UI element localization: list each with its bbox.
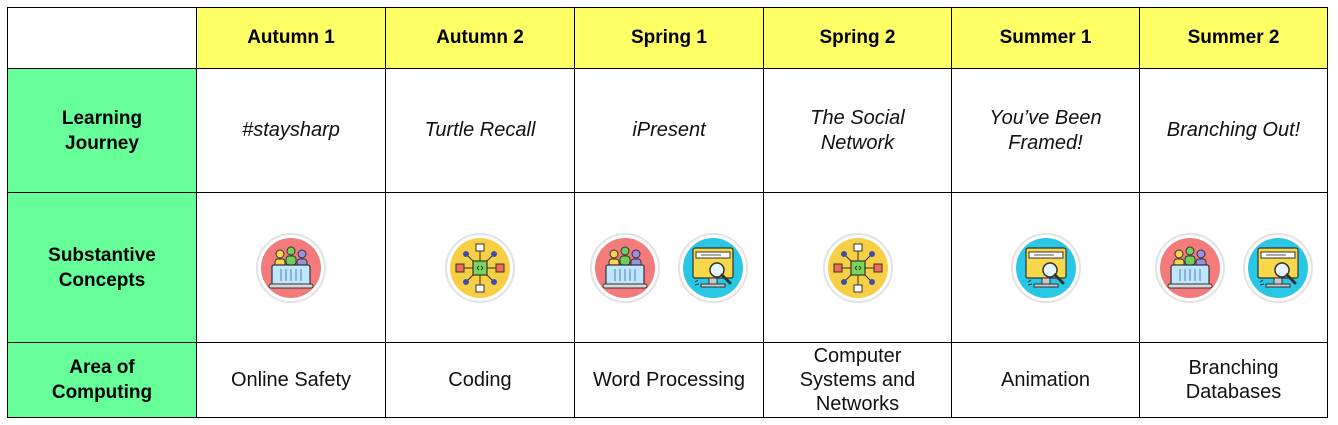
concept-icons <box>956 232 1135 304</box>
cell-line: Computer <box>813 345 902 367</box>
row-label-line: Concepts <box>58 269 146 291</box>
row-label-substantive-concepts: Substantive Concepts <box>7 192 197 343</box>
concepts-cell <box>574 192 764 343</box>
journey-cell: Branching Out! <box>1139 68 1328 193</box>
row-label-line: Substantive <box>48 244 156 266</box>
concept-icons <box>390 232 570 304</box>
cell-line: Coding <box>448 369 512 391</box>
row-label-line: Journey <box>65 132 139 154</box>
journey-cell: #staysharp <box>196 68 386 193</box>
journey-cell: iPresent <box>574 68 764 193</box>
area-cell: Online Safety <box>196 342 386 418</box>
network-code-icon <box>444 232 516 304</box>
concept-icons <box>579 232 759 304</box>
web-search-icon <box>1242 232 1314 304</box>
area-cell: Animation <box>951 342 1140 418</box>
cell-line: Branching Out! <box>1166 119 1301 141</box>
substantive-concepts-row: Substantive Concepts <box>7 192 1328 343</box>
people-laptop-icon <box>1154 232 1226 304</box>
learning-journey-row: Learning Journey #staysharp Turtle Recal… <box>7 68 1328 193</box>
cell-line: Word Processing <box>593 369 745 391</box>
cell-line: Framed! <box>1008 131 1083 154</box>
area-cell: Coding <box>385 342 575 418</box>
cell-line: The Social <box>810 106 905 129</box>
network-code-icon <box>822 232 894 304</box>
cell-line: Systems and <box>799 369 916 391</box>
cell-line: You’ve Been <box>989 106 1102 129</box>
cell-line: Turtle Recall <box>424 119 536 141</box>
cell-line: Network <box>820 131 895 154</box>
concepts-cell <box>951 192 1140 343</box>
journey-cell: Turtle Recall <box>385 68 575 193</box>
cell-line: Online Safety <box>230 369 352 391</box>
cell-line: #staysharp <box>242 119 340 141</box>
curriculum-table: Autumn 1 Autumn 2 Spring 1 Spring 2 Summ… <box>7 7 1328 418</box>
col-autumn-2: Autumn 2 <box>385 7 575 69</box>
area-cell: Word Processing <box>574 342 764 418</box>
row-label-learning-journey: Learning Journey <box>7 68 197 193</box>
row-label-line: Area of <box>69 357 135 378</box>
col-summer-1: Summer 1 <box>951 7 1140 69</box>
web-search-icon <box>677 232 749 304</box>
web-search-icon <box>1010 232 1082 304</box>
col-spring-1: Spring 1 <box>574 7 764 69</box>
cell-line: iPresent <box>632 119 706 141</box>
col-spring-2: Spring 2 <box>763 7 952 69</box>
concepts-cell <box>196 192 386 343</box>
concepts-cell <box>1139 192 1328 343</box>
header-row: Autumn 1 Autumn 2 Spring 1 Spring 2 Summ… <box>7 7 1328 69</box>
row-label-area-of-computing: Area of Computing <box>7 342 197 418</box>
corner-cell <box>7 7 197 69</box>
cell-line: Databases <box>1185 381 1282 403</box>
concept-icons <box>1144 232 1323 304</box>
concepts-cell <box>763 192 952 343</box>
concept-icons <box>201 232 381 304</box>
col-summer-2: Summer 2 <box>1139 7 1328 69</box>
col-autumn-1: Autumn 1 <box>196 7 386 69</box>
people-laptop-icon <box>255 232 327 304</box>
concept-icons <box>768 232 947 304</box>
cell-line: Animation <box>1001 369 1090 391</box>
cell-line: Branching <box>1188 357 1279 379</box>
area-of-computing-row: Area of Computing Online Safety Coding W… <box>7 342 1328 418</box>
people-laptop-icon <box>589 232 661 304</box>
cell-line: Networks <box>815 393 900 415</box>
concepts-cell <box>385 192 575 343</box>
row-label-line: Computing <box>51 382 153 403</box>
row-label-line: Learning <box>61 107 143 129</box>
